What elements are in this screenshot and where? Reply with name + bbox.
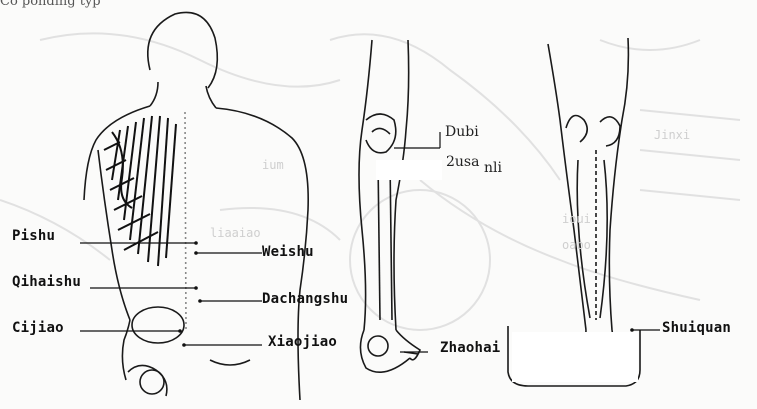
- bleed-text: Jinxi: [654, 128, 690, 142]
- label-shuiquan: Shuiquan: [662, 320, 731, 336]
- label-qihaishu: Qihaishu: [12, 274, 81, 290]
- label-dubi: Dubi: [445, 124, 479, 140]
- back-acupoints: [178, 241, 202, 347]
- label-zusanli-part2: nli: [484, 160, 502, 176]
- bleed-text: liaaiao: [210, 226, 261, 240]
- blank-patch: [376, 160, 442, 180]
- label-xiaojiao: Xiaojiao: [268, 334, 337, 350]
- blank-patch: [512, 332, 638, 382]
- label-pishu: Pishu: [12, 228, 55, 244]
- bleed-text: ioui: [562, 212, 591, 226]
- label-dachangshu: Dachangshu: [262, 291, 348, 307]
- label-weishu: Weishu: [262, 244, 314, 260]
- label-zusanli-part1: 2usa: [446, 154, 479, 170]
- label-zhaohai: Zhaohai: [440, 340, 500, 356]
- label-cijiao: Cijiao: [12, 320, 64, 336]
- partial-caption: Co ponding typ: [0, 0, 101, 9]
- bleed-text: ium: [262, 158, 284, 172]
- bleed-text: oabo: [562, 238, 591, 252]
- background-bleed: [0, 33, 740, 330]
